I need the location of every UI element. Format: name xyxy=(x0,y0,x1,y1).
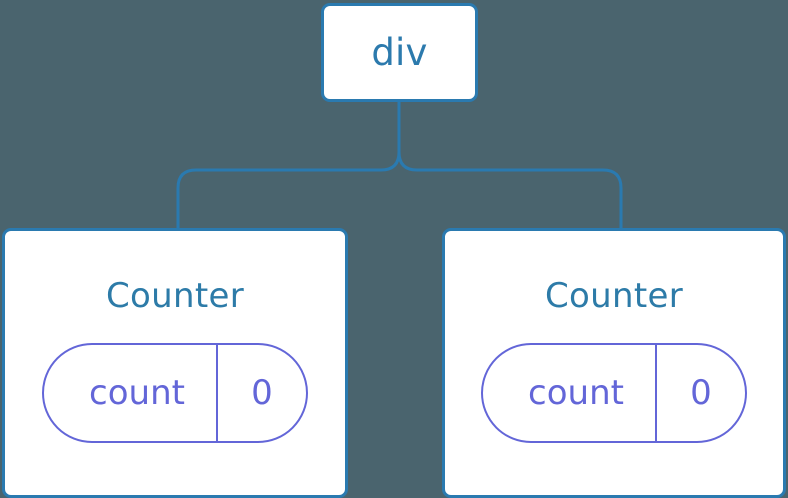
node-counter-1[interactable]: Counter count 0 xyxy=(2,228,348,498)
state-key-count-1: count xyxy=(44,345,218,441)
node-counter-2-title: Counter xyxy=(545,276,683,316)
state-pill-counter-2[interactable]: count 0 xyxy=(481,343,747,443)
node-div-label: div xyxy=(371,31,428,74)
state-key-count-2: count xyxy=(483,345,657,441)
state-pill-counter-1[interactable]: count 0 xyxy=(42,343,308,443)
node-counter-2[interactable]: Counter count 0 xyxy=(442,228,786,498)
connector-branch-path xyxy=(176,150,623,230)
node-div[interactable]: div xyxy=(321,3,478,102)
state-value-count-2: 0 xyxy=(690,373,712,413)
state-value-count-1: 0 xyxy=(251,373,273,413)
node-counter-1-title: Counter xyxy=(106,276,244,316)
